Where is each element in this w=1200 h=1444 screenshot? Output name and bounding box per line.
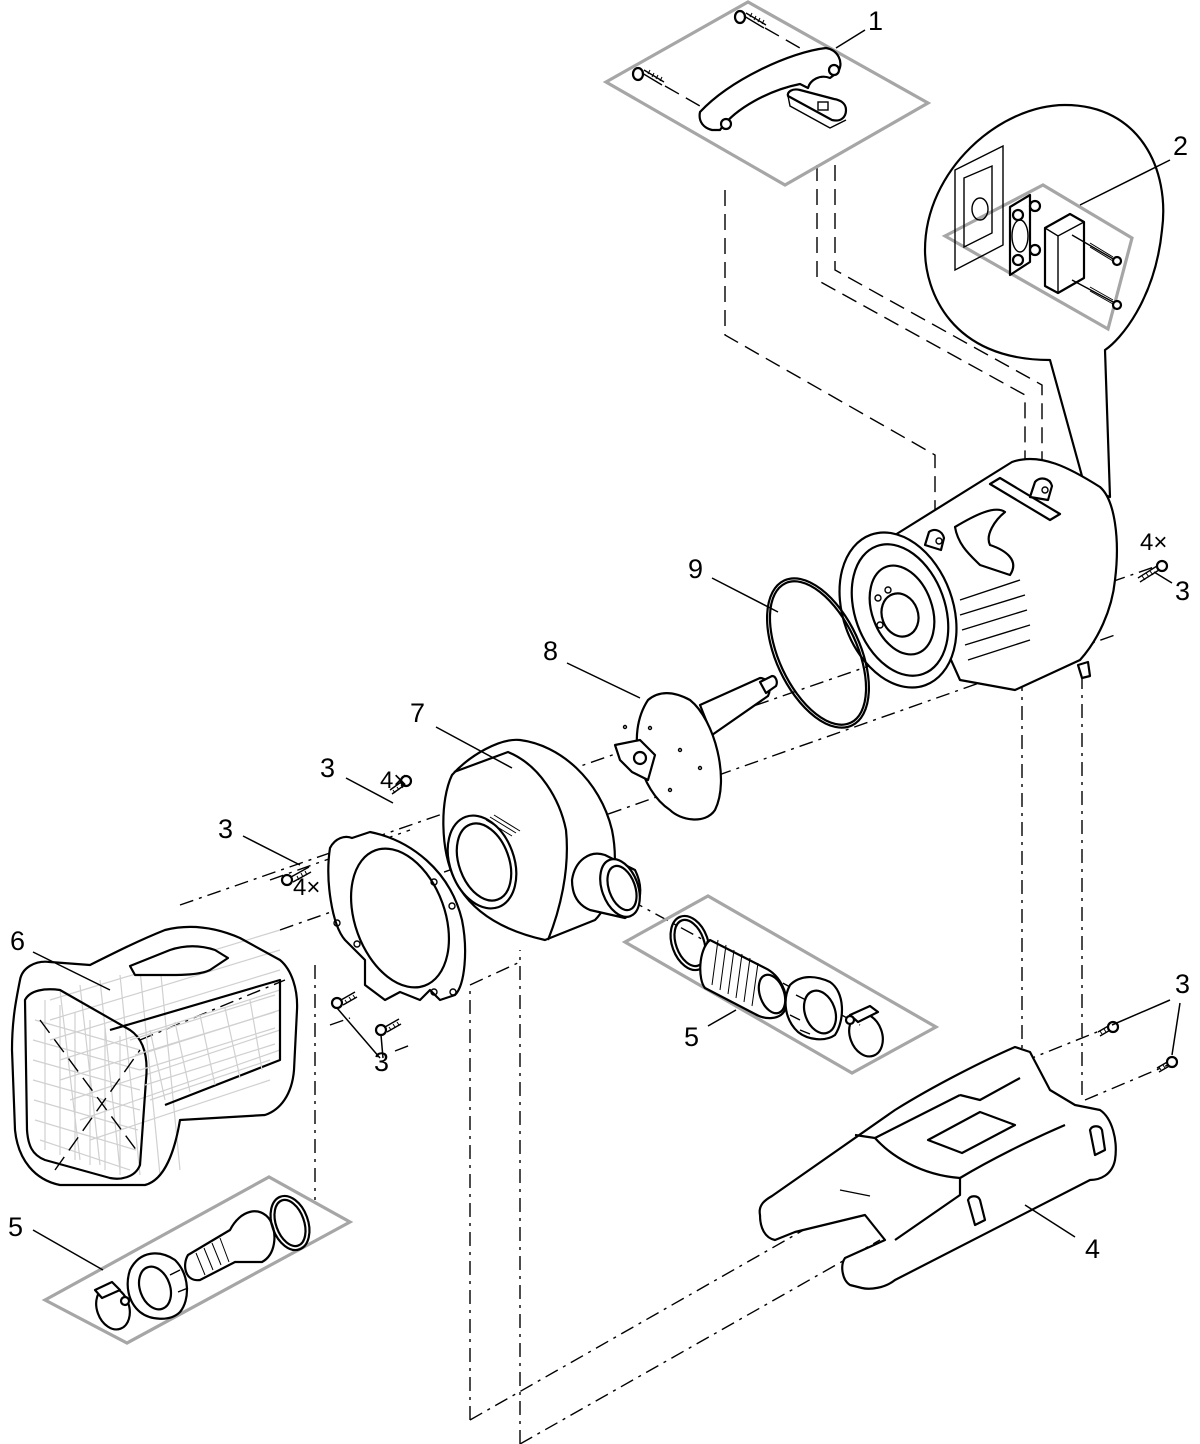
mounting-plate [327,830,467,1002]
callout-label-8: 8 [543,636,558,666]
screw-icon [733,9,801,49]
group-box-5-right [621,894,940,1075]
group-box-5-left [41,1175,354,1345]
screw-motor: 4× 3 [1137,529,1190,606]
motor-body [838,457,1118,692]
callout-label-6: 6 [10,926,25,956]
screw-plate-lower: 3 [330,991,402,1077]
part-4-base: 4 [758,1045,1117,1290]
callout-label-5-left: 5 [8,1212,23,1242]
callout-label-7: 7 [410,698,425,728]
callout-label-4: 4 [1085,1234,1100,1264]
callout-label-1: 1 [868,6,883,36]
cable-clip [786,88,848,122]
screw-plate-upper: 3 4× [320,753,413,804]
part-5-hose-set-left: 5 [8,1175,354,1345]
group-box-1 [602,0,932,187]
callout-label-3-left: 3 [218,814,233,844]
detail-bubble [923,103,1165,499]
part-7-pump-housing: 7 [410,698,642,942]
quantity-label-motor-screw: 4× [1140,529,1167,556]
group-box-2 [941,183,1134,332]
quantity-label-upper: 4× [380,767,407,794]
screw-base: 3 [1097,969,1190,1073]
callout-label-9: 9 [688,554,703,584]
handle-bar [698,46,842,132]
callout-label-3-motor: 3 [1175,576,1190,606]
callout-label-2: 2 [1173,131,1188,161]
callout-label-3-lower: 3 [374,1047,389,1077]
callout-label-3-base: 3 [1175,969,1190,999]
screw-icon [631,66,701,107]
part-9-o-ring: 9 [688,554,871,729]
part-6-filter-housing: 6 [10,925,299,1187]
callout-label-5-right: 5 [684,1022,699,1052]
part-2-detail-callout: 2 [923,103,1188,499]
part-5-hose-set-right: 5 [621,894,940,1075]
screw-plate-left: 3 4× [218,814,320,901]
part-8-impeller: 8 [543,636,778,821]
callout-label-3-upper: 3 [320,753,335,783]
part-1-handle-group: 1 [602,0,932,187]
quantity-label-left: 4× [293,874,320,901]
